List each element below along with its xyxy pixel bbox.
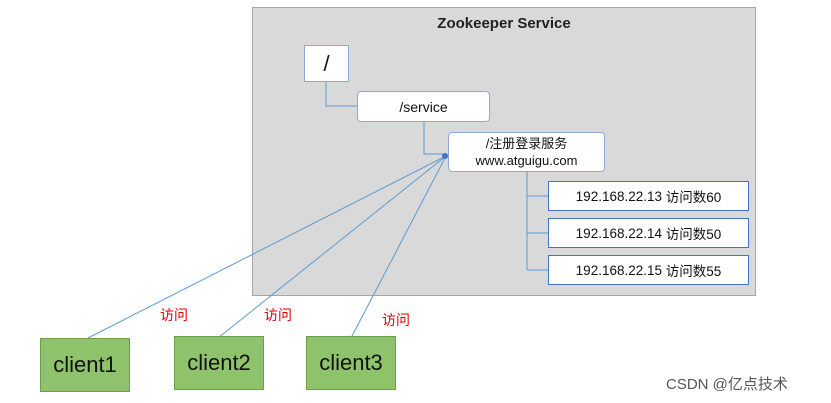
edge-client2 — [217, 155, 447, 339]
server-ip: 192.168.22.13 — [575, 188, 663, 204]
tree-node-service: /service — [357, 91, 490, 122]
edge-client3 — [350, 155, 447, 339]
connector-service-login — [423, 122, 446, 155]
login-node-domain: www.atguigu.com — [475, 153, 578, 168]
edge-label-client2: 访问 — [264, 307, 292, 323]
server-visits: 访问数50 — [665, 227, 722, 242]
edge-anchor-dot — [442, 153, 448, 159]
client-node-1: client1 — [40, 338, 130, 392]
server-ip: 192.168.22.15 — [575, 262, 663, 278]
edge-client1 — [87, 155, 447, 339]
server-visits: 访问数55 — [665, 264, 722, 279]
login-node-path: /注册登录服务 — [485, 136, 568, 151]
connector-root-service — [325, 82, 357, 107]
server-visits: 访问数60 — [665, 190, 722, 205]
tree-node-root: / — [304, 45, 349, 82]
server-node-2: 192.168.22.14 访问数50 — [548, 218, 749, 248]
server-ip: 192.168.22.14 — [575, 225, 663, 241]
server-node-1: 192.168.22.13 访问数60 — [548, 181, 749, 211]
edge-label-client1: 访问 — [160, 307, 188, 323]
client-node-2: client2 — [174, 336, 264, 390]
service-title: Zookeeper Service — [437, 15, 571, 32]
edge-label-client3: 访问 — [382, 312, 410, 328]
server-node-3: 192.168.22.15 访问数55 — [548, 255, 749, 285]
tree-node-login-service: /注册登录服务 www.atguigu.com — [448, 132, 605, 172]
client-node-3: client3 — [306, 336, 396, 390]
watermark: CSDN @亿点技术 — [666, 376, 788, 393]
